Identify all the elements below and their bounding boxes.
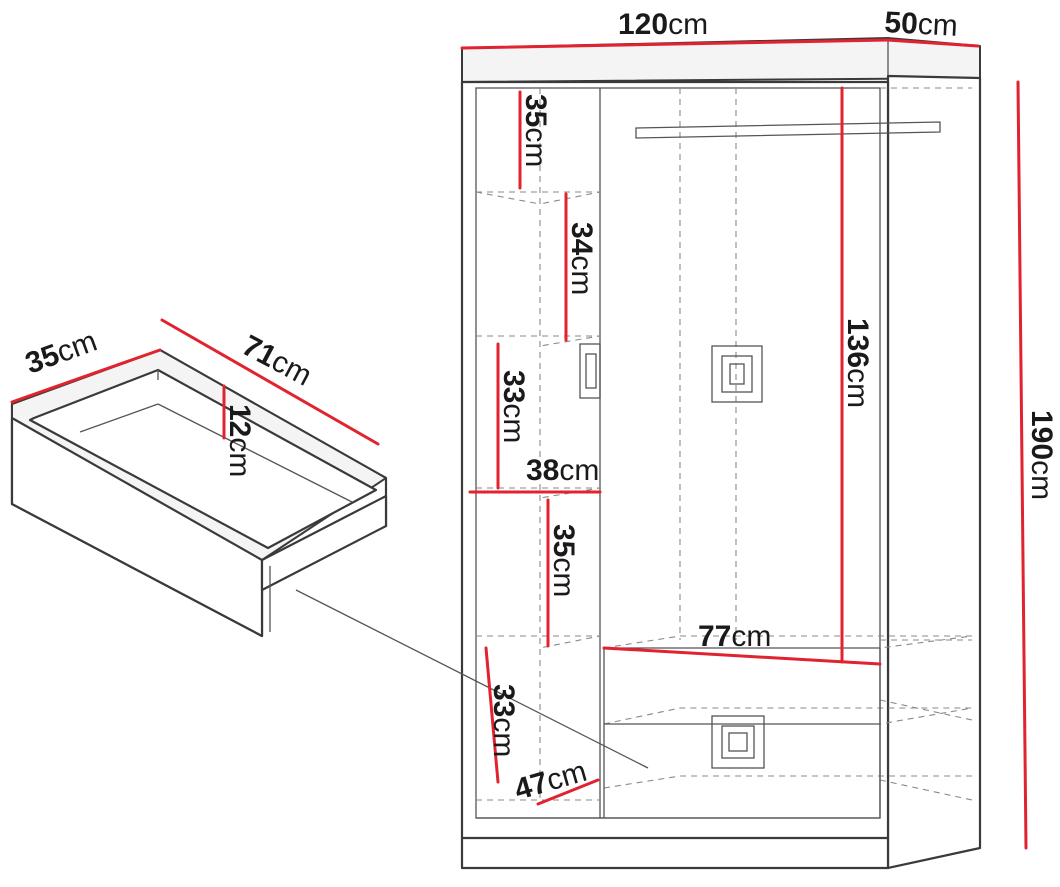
label-shelf-1: 35cm xyxy=(519,94,552,167)
dim-line-wardrobe-width xyxy=(460,38,890,50)
handle-right-door-icon xyxy=(711,345,763,403)
label-shelf-4: 35cm xyxy=(547,524,580,597)
label-shelf-2: 34cm xyxy=(565,222,598,295)
shelf-4 xyxy=(476,635,601,649)
wardrobe-top-slab xyxy=(461,37,981,83)
dimension-lines xyxy=(10,38,1028,850)
drawer-front-face xyxy=(10,416,264,638)
wardrobe-side-panel xyxy=(886,74,982,870)
dim-line-shelf-5 xyxy=(484,646,500,784)
label-drawer-height: 12cm xyxy=(223,404,256,477)
label-inner-width: 77cm xyxy=(698,620,771,653)
label-drawer-length: 71cm xyxy=(237,329,317,393)
drawer-cavity-back xyxy=(79,403,159,433)
dim-line-drawer-length xyxy=(160,318,380,446)
dim-line-wardrobe-height xyxy=(1016,80,1028,850)
drawer-leader-line xyxy=(295,589,649,769)
label-shelf-width: 38cm xyxy=(526,454,599,487)
drawer-slide-bottom xyxy=(603,775,972,789)
dim-line-inner-width xyxy=(602,646,882,666)
dim-line-wardrobe-depth xyxy=(886,38,980,48)
hanging-rail xyxy=(635,121,941,139)
drawer-cavity-side xyxy=(157,403,353,503)
handle-left-door-icon xyxy=(579,343,601,399)
shelf-3 xyxy=(476,487,601,499)
wardrobe-drawing xyxy=(460,37,982,870)
label-wardrobe-depth: 50cm xyxy=(884,6,959,43)
handle-drawer-icon xyxy=(711,715,765,769)
side-bottom-dash xyxy=(879,779,973,801)
shelf-2 xyxy=(476,335,601,347)
label-wardrobe-height: 190cm xyxy=(1025,410,1058,500)
drawer-side-face xyxy=(260,494,388,592)
wardrobe-front xyxy=(460,80,890,870)
label-drawer-width: 35cm xyxy=(21,324,101,380)
label-hanging-height: 136cm xyxy=(841,318,874,408)
label-shelf-5: 33cm xyxy=(487,684,520,757)
label-shelf-3: 33cm xyxy=(497,370,530,443)
drawer-slide-top xyxy=(603,707,973,725)
dim-line-shelf-depth xyxy=(536,778,600,806)
label-wardrobe-width: 120cm xyxy=(618,8,708,41)
drawer-drawing xyxy=(10,348,649,769)
drawer-cavity xyxy=(28,368,378,550)
dim-line-drawer-width xyxy=(10,348,162,404)
middle-shelf xyxy=(603,635,973,649)
side-lower-dash xyxy=(879,699,973,721)
shelf-1 xyxy=(475,191,601,205)
